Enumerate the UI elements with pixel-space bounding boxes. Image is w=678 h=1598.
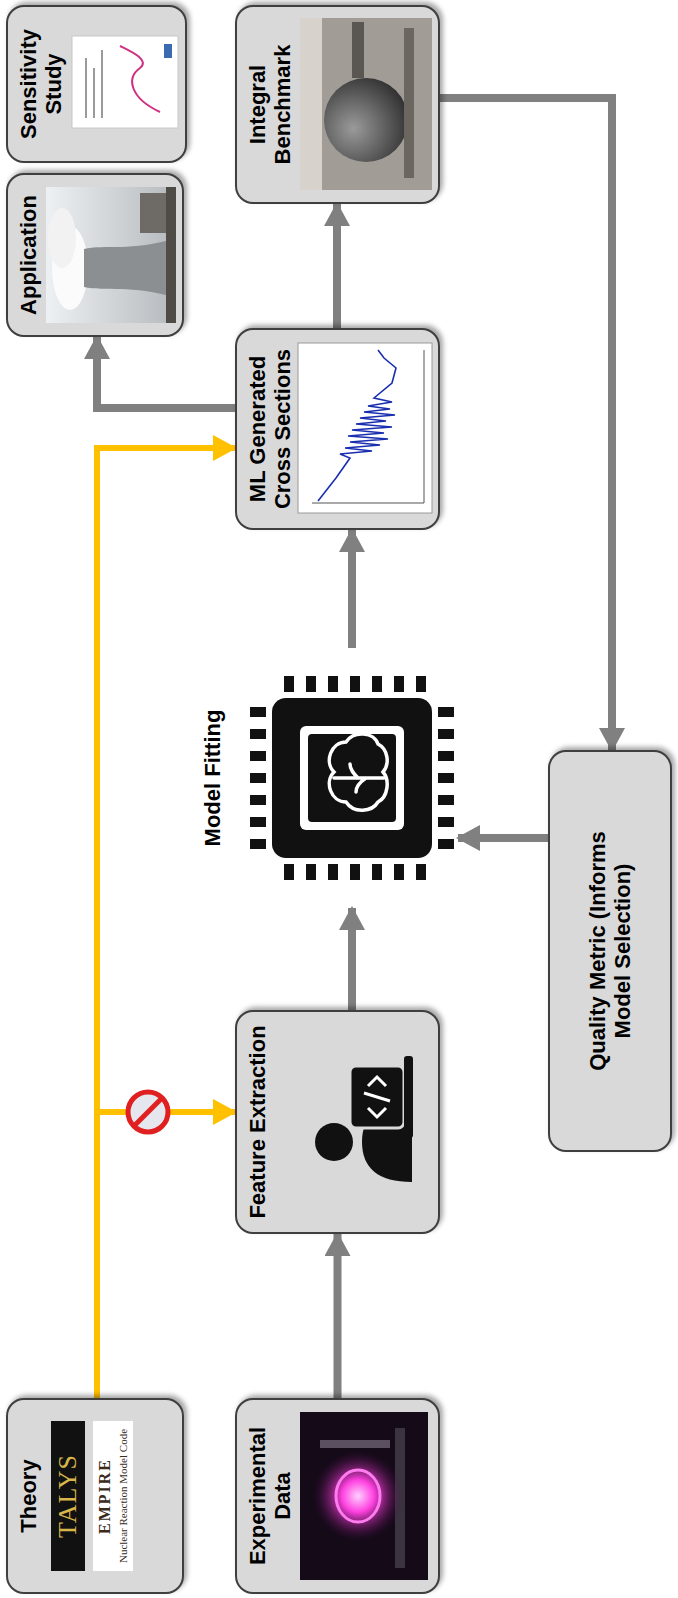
photo-ground bbox=[300, 1412, 428, 1580]
chip-pins bbox=[258, 707, 446, 849]
image-room bbox=[67, 79, 177, 89]
chip-pins bbox=[284, 684, 426, 872]
metric-box: Quality Metric (Informs Model Selection) bbox=[548, 750, 672, 1152]
node-label: Integral Benchmark bbox=[245, 15, 296, 194]
logo-text: EMPIRE bbox=[93, 1421, 116, 1571]
node-label: Experimental Data bbox=[245, 1408, 296, 1584]
apparatus-post bbox=[320, 1440, 390, 1448]
theory-box: Theory TALYS EMPIRENuclear Reaction Model … bbox=[6, 1398, 184, 1594]
blocked-sign bbox=[128, 1092, 168, 1132]
benchmark-box: Integral Benchmark bbox=[235, 5, 440, 204]
flow-arrow bbox=[458, 834, 548, 842]
laptop-screen bbox=[350, 1066, 404, 1128]
node-label: Quality Metric (Informs Model Selection) bbox=[585, 786, 636, 1116]
plot-axes bbox=[312, 350, 424, 503]
code-symbol bbox=[364, 1077, 390, 1117]
flow-arrow bbox=[334, 1234, 342, 1398]
chip-icon bbox=[258, 684, 446, 872]
steam-cloud bbox=[52, 226, 88, 310]
application-box: Application bbox=[6, 173, 184, 337]
image-room bbox=[270, 1117, 400, 1127]
apparatus-bar bbox=[395, 1428, 405, 1568]
input-box: Experimental Data bbox=[235, 1398, 440, 1594]
photo-sky bbox=[46, 187, 176, 323]
blocked-ring bbox=[128, 1092, 168, 1132]
flow-arrow bbox=[97, 337, 235, 408]
person-head bbox=[315, 1123, 353, 1161]
flow-arrow bbox=[348, 908, 356, 1010]
node-label: Sensitivity Study bbox=[16, 15, 67, 153]
benchmark-photo bbox=[300, 18, 432, 190]
plot-frame bbox=[298, 343, 432, 513]
node-label: Theory bbox=[16, 1408, 41, 1584]
logo-subtitle: Nuclear Reaction Model Code bbox=[116, 1421, 133, 1571]
output-box: ML Generated Cross Sections bbox=[235, 328, 440, 530]
cross-section-plot bbox=[298, 343, 432, 513]
benchmark-sphere bbox=[324, 78, 408, 162]
flow-arrow bbox=[348, 530, 356, 648]
beam-pipe bbox=[352, 22, 364, 78]
person-body bbox=[362, 1102, 412, 1182]
plasma-photo bbox=[300, 1412, 428, 1580]
document-page bbox=[72, 36, 178, 128]
process-box: Feature Extraction bbox=[235, 1010, 440, 1234]
image-room bbox=[225, 773, 440, 783]
document-curve bbox=[120, 46, 160, 112]
programmer-icon bbox=[315, 1056, 413, 1182]
theory-arrow bbox=[97, 448, 235, 1398]
image-room bbox=[296, 1491, 426, 1501]
laptop-base bbox=[404, 1056, 413, 1138]
chip-core bbox=[308, 734, 396, 822]
blocked-slash bbox=[134, 1098, 162, 1126]
plasma-ring bbox=[336, 1470, 380, 1522]
chip-node: Model Fitting bbox=[196, 648, 458, 908]
flow-arrow bbox=[333, 204, 341, 328]
node-label: Application bbox=[16, 183, 41, 327]
plasma-glow bbox=[312, 1450, 404, 1542]
logo-text: TALYS bbox=[51, 1421, 85, 1571]
power-plant-photo bbox=[46, 187, 176, 323]
document-logo bbox=[164, 44, 172, 58]
chip-body bbox=[272, 698, 432, 858]
report-thumbnail bbox=[72, 36, 178, 128]
image-room bbox=[296, 424, 426, 434]
node-label: ML Generated Cross Sections bbox=[245, 338, 296, 520]
image-room bbox=[296, 100, 426, 110]
node-label: Feature Extraction bbox=[245, 1020, 270, 1224]
node-label: Model Fitting bbox=[200, 656, 225, 900]
image-room bbox=[41, 250, 171, 260]
document-lines bbox=[86, 50, 102, 118]
study-box: Sensitivity Study bbox=[6, 5, 187, 163]
chip-frame bbox=[300, 726, 404, 830]
cooling-tower bbox=[84, 238, 176, 298]
support-rail bbox=[404, 28, 414, 178]
photo-wall bbox=[300, 18, 322, 190]
theory-arrow bbox=[97, 1112, 235, 1398]
cross-section-curve bbox=[318, 350, 396, 501]
photo-ground bbox=[300, 18, 432, 190]
flow-arrow bbox=[440, 98, 612, 750]
plant-building bbox=[140, 193, 176, 233]
brain-symbol bbox=[329, 734, 387, 810]
photo-ground bbox=[166, 187, 176, 323]
steam-cloud bbox=[48, 208, 76, 268]
